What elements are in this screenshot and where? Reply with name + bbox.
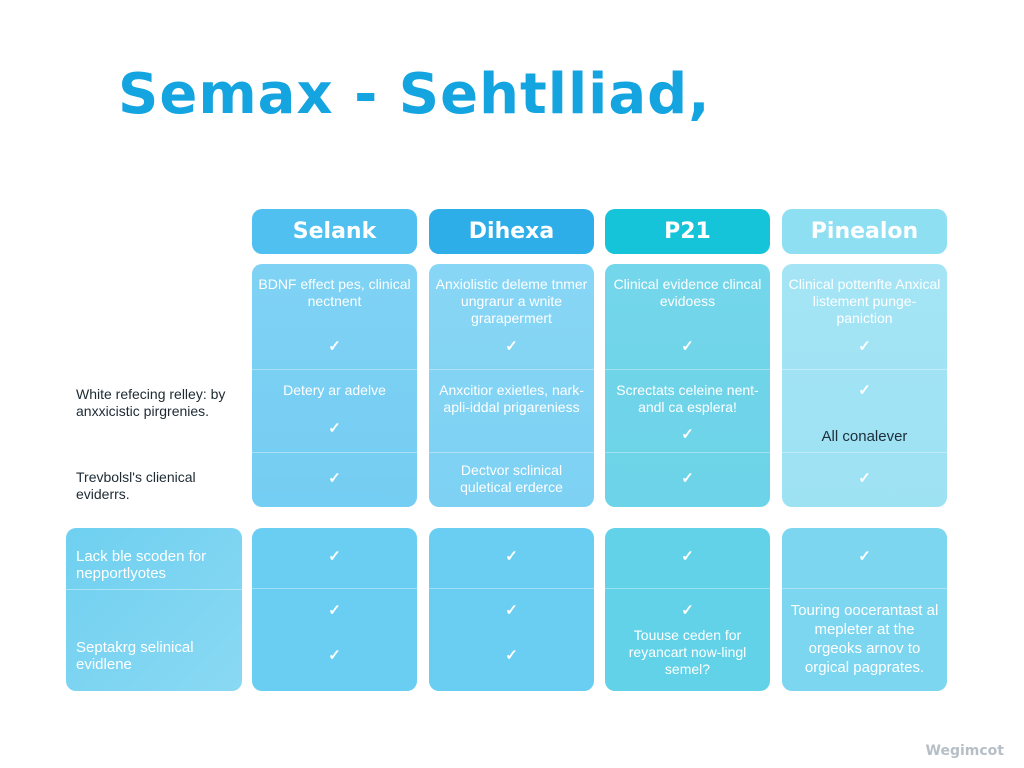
column-selank-top: BDNF effect pes, clinical nectnent ✓ Det…: [252, 264, 417, 507]
check-icon: ✓: [505, 602, 518, 619]
left-summary-box: Lack ble scoden for nepportlyotes Septak…: [66, 528, 242, 691]
cell: Clinical evidence clincal evidoess ✓: [605, 264, 770, 370]
check-icon: ✓: [681, 602, 694, 619]
cell-text: Dectvor sclinical quletical erderce: [460, 462, 563, 495]
cell: Touring oocerantast al mepleter at the o…: [782, 589, 947, 691]
cell: Detery ar adelve ✓: [252, 370, 417, 453]
check-icon: ✓: [858, 548, 871, 565]
check-icon: ✓: [505, 338, 518, 355]
check-icon: ✓: [328, 420, 341, 437]
cell-text: Touuse ceden for reyancart now-lingl sem…: [628, 627, 747, 677]
check-icon: ✓: [681, 338, 694, 355]
check-icon: ✓: [858, 338, 871, 355]
check-icon: ✓: [858, 470, 871, 487]
cell: ✓ ✓: [429, 589, 594, 691]
watermark: Wegimcot: [925, 743, 1004, 759]
check-icon: ✓: [505, 548, 518, 565]
check-icon: ✓: [328, 647, 341, 664]
summary-text-2: Septakrg selinical evidlene: [76, 639, 194, 673]
cell: Anxcitior exietles, nark-apli-iddal prig…: [429, 370, 594, 453]
check-icon: ✓: [328, 470, 341, 487]
column-header-p21: P21: [605, 209, 770, 254]
check-icon: ✓: [681, 426, 694, 443]
check-icon: ✓: [328, 548, 341, 565]
cell: Dectvor sclinical quletical erderce: [429, 453, 594, 507]
column-header-selank: Selank: [252, 209, 417, 254]
cell: Anxiolistic deleme tnmer ungrarur a wnit…: [429, 264, 594, 370]
cell: ✓ Touuse ceden for reyancart now-lingl s…: [605, 589, 770, 691]
column-dihexa-bottom: ✓ ✓ ✓: [429, 528, 594, 691]
cell: ✓: [605, 528, 770, 589]
cell-text: Anxiolistic deleme tnmer ungrarur a wnit…: [435, 276, 588, 326]
cell: ✓ ✓: [252, 589, 417, 691]
row-label-1: White refecing relley: by anxxicistic pi…: [76, 386, 226, 419]
cell: ✓: [605, 453, 770, 507]
summary-text-1: Lack ble scoden for nepportlyotes: [76, 548, 207, 582]
check-icon: ✓: [328, 602, 341, 619]
column-dihexa-top: Anxiolistic deleme tnmer ungrarur a wnit…: [429, 264, 594, 507]
cell: ✓: [429, 528, 594, 589]
column-pinealon-top: Clinical pottenfte Anxical listement pun…: [782, 264, 947, 507]
cell: ✓: [252, 453, 417, 507]
column-header-pinealon: Pinealon: [782, 209, 947, 254]
check-icon: ✓: [505, 647, 518, 664]
check-icon: ✓: [681, 548, 694, 565]
column-pinealon-bottom: ✓ Touring oocerantast al mepleter at the…: [782, 528, 947, 691]
divider: [66, 589, 242, 590]
page-title: Semax - Sehtlliad,: [118, 62, 711, 127]
column-p21-top: Clinical evidence clincal evidoess ✓ Scr…: [605, 264, 770, 507]
check-icon: ✓: [681, 470, 694, 487]
check-icon: ✓: [858, 382, 871, 399]
cell-text: Screctats celeine nent-andl ca esplera!: [616, 382, 759, 415]
cell-text: Clinical pottenfte Anxical listement pun…: [788, 276, 941, 326]
cell: ✓: [782, 453, 947, 507]
cell-text: Touring oocerantast al mepleter at the o…: [790, 602, 939, 676]
cell: Screctats celeine nent-andl ca esplera! …: [605, 370, 770, 453]
row-label-2: Trevbolsl's clienical eviderrs.: [76, 469, 196, 502]
cell: BDNF effect pes, clinical nectnent ✓: [252, 264, 417, 370]
cell-text: BDNF effect pes, clinical nectnent: [258, 276, 411, 309]
cell-text: Anxcitior exietles, nark-apli-iddal prig…: [439, 382, 584, 415]
check-icon: ✓: [328, 338, 341, 355]
cell-text: Clinical evidence clincal evidoess: [613, 276, 762, 309]
cell: Clinical pottenfte Anxical listement pun…: [782, 264, 947, 370]
cell: ✓: [782, 528, 947, 589]
column-p21-bottom: ✓ ✓ Touuse ceden for reyancart now-lingl…: [605, 528, 770, 691]
cell-text: All conalever: [821, 428, 908, 445]
column-header-dihexa: Dihexa: [429, 209, 594, 254]
cell: ✓: [252, 528, 417, 589]
cell: ✓ All conalever: [782, 370, 947, 453]
cell-text: Detery ar adelve: [283, 382, 386, 398]
column-selank-bottom: ✓ ✓ ✓: [252, 528, 417, 691]
